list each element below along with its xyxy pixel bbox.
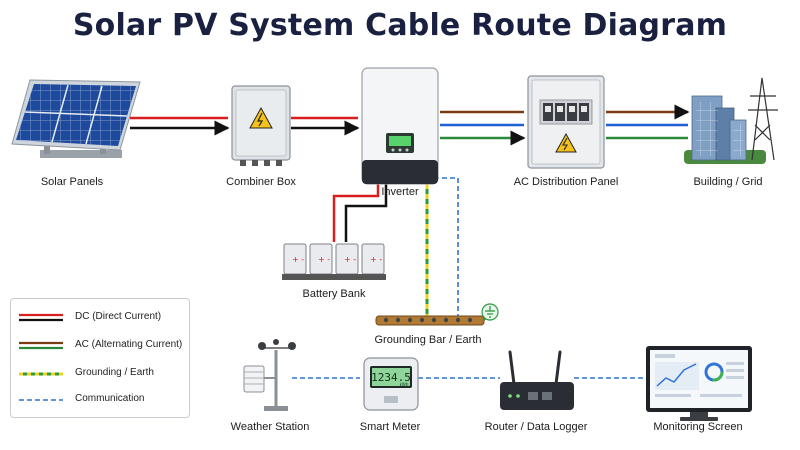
dc-cable-inverter-battery	[332, 182, 388, 242]
label-weather-station: Weather Station	[230, 421, 310, 433]
ac-cable-inverter-panel	[440, 110, 526, 146]
ac-cable-panel-building	[606, 104, 690, 140]
monitoring-screen	[646, 346, 752, 421]
label-combiner-box: Combiner Box	[226, 176, 296, 188]
label-solar-panels: Solar Panels	[40, 176, 104, 188]
label-grounding-bar: Grounding Bar / Earth	[374, 334, 482, 346]
dc-cable-combiner-inverter	[291, 116, 360, 136]
ac-distribution-panel	[527, 75, 605, 169]
building-grid	[684, 77, 778, 164]
ac-swatch	[19, 341, 63, 350]
comm-swatch	[19, 399, 63, 401]
router	[500, 350, 574, 410]
chart-icon	[655, 354, 744, 397]
legend-label-comm: Communication	[75, 393, 145, 404]
label-battery-bank: Battery Bank	[302, 288, 366, 300]
label-ac-panel: AC Distribution Panel	[513, 176, 619, 188]
transmission-tower	[748, 77, 778, 161]
battery-bank: + - + - + - + -	[282, 243, 386, 280]
page-title: Solar PV System Cable Route Diagram	[72, 8, 728, 43]
wind-vane-icon	[258, 339, 296, 350]
antenna-icon	[508, 350, 562, 386]
ground-swatch	[19, 372, 63, 376]
grounding-bar	[375, 303, 499, 326]
legend-item-ground: Grounding / Earth	[19, 367, 184, 381]
solar-panels	[11, 79, 141, 158]
legend: DC (Direct Current) AC (Alternating Curr…	[10, 298, 190, 418]
label-smart-meter: Smart Meter	[359, 421, 421, 433]
svg-text:+ -: + -	[370, 255, 382, 264]
dc-swatch	[19, 313, 63, 322]
legend-item-dc: DC (Direct Current)	[19, 311, 184, 325]
weather-station	[243, 339, 296, 411]
svg-text:+ -: + -	[344, 255, 356, 264]
dc-cable-panels-combiner	[130, 116, 230, 136]
label-building-grid: Building / Grid	[693, 176, 763, 188]
inverter	[361, 67, 439, 185]
label-router: Router / Data Logger	[484, 421, 588, 433]
svg-text:+ -: + -	[318, 255, 330, 264]
warning-icon	[249, 106, 273, 129]
combiner-box	[231, 85, 291, 166]
legend-item-ac: AC (Alternating Current)	[19, 339, 184, 353]
comm-cable-inverter	[434, 177, 459, 318]
legend-item-comm: Communication	[19, 393, 184, 407]
earth-symbol-icon	[481, 303, 499, 321]
svg-text:+ -: + -	[292, 255, 304, 264]
warning-icon	[555, 132, 577, 153]
label-monitoring-screen: Monitoring Screen	[653, 421, 743, 433]
meter-reading: 1234.5	[371, 371, 411, 384]
legend-label-ac: AC (Alternating Current)	[75, 339, 183, 350]
smart-meter	[363, 357, 419, 411]
legend-label-ground: Grounding / Earth	[75, 367, 154, 378]
meter-unit: kWh	[400, 382, 409, 387]
legend-label-dc: DC (Direct Current)	[75, 311, 162, 322]
label-inverter: Inverter	[381, 186, 419, 198]
